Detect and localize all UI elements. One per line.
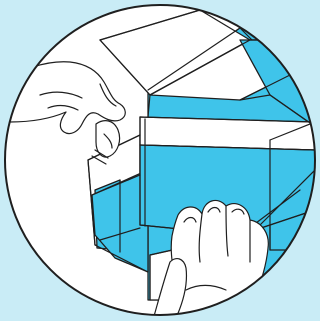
paper-front-white-band (140, 117, 315, 150)
